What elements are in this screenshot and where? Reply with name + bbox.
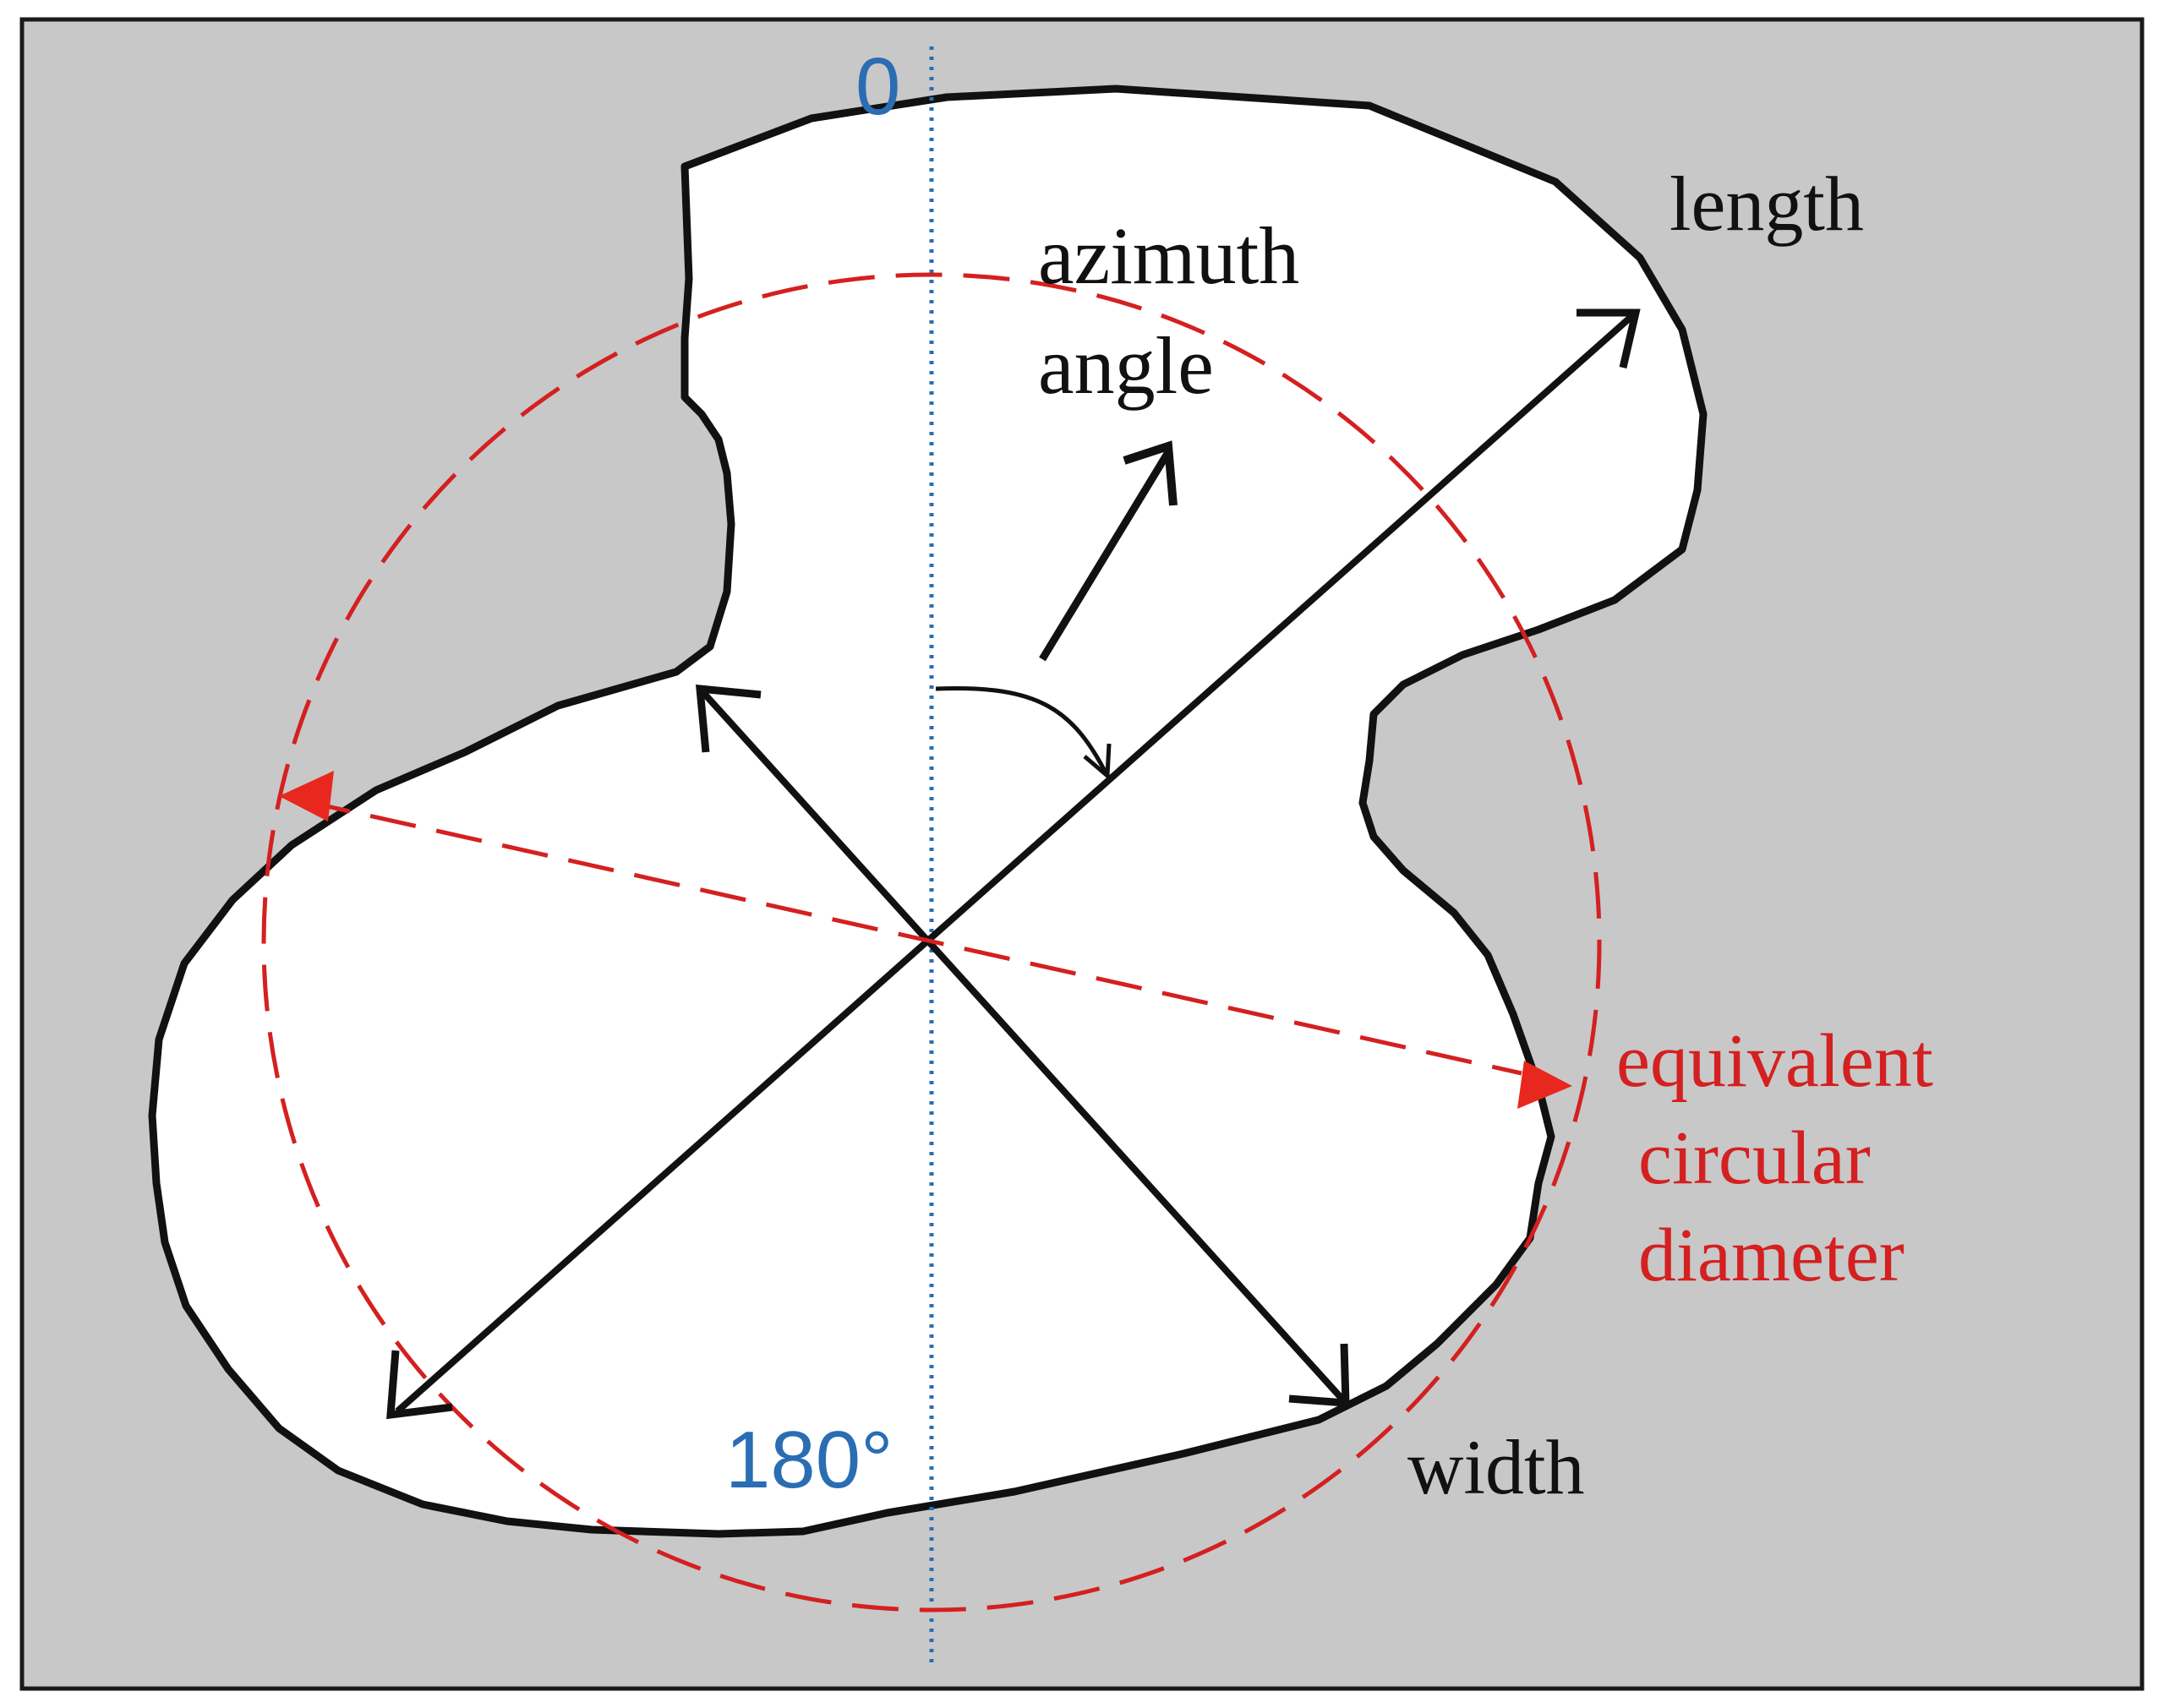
label-angle: angle xyxy=(1038,320,1214,411)
ecd-arrowhead-left xyxy=(279,771,334,821)
ecd-diameter-line xyxy=(303,799,1522,1076)
label-length: length xyxy=(1669,161,1864,247)
azimuth-pointer-arrowhead xyxy=(1123,440,1178,506)
particle-outline xyxy=(148,85,1708,1538)
label-180: 180° xyxy=(725,1415,893,1505)
label-azimuth: azimuth xyxy=(1038,210,1299,301)
width-arrow xyxy=(697,686,1348,1405)
ecd-arrowhead-right xyxy=(1517,1061,1572,1109)
azimuth-arc-arrowhead xyxy=(1083,743,1112,781)
label-ecd-line3: diameter xyxy=(1638,1214,1904,1297)
label-zero: 0 xyxy=(855,41,900,132)
length-arrow xyxy=(395,310,1638,1414)
length-arrowhead-top xyxy=(1577,308,1641,369)
azimuth-pointer-arrow xyxy=(1039,450,1172,662)
label-width: width xyxy=(1407,1424,1585,1510)
equivalent-circle xyxy=(261,272,1602,1613)
azimuth-angle-arc xyxy=(935,685,1110,778)
width-arrowhead-bottom xyxy=(1288,1343,1350,1407)
length-arrowhead-bottom xyxy=(386,1350,453,1420)
label-ecd-line2: circular xyxy=(1638,1116,1871,1200)
width-arrowhead-top xyxy=(696,684,762,753)
label-ecd-line1: equivalent xyxy=(1616,1019,1933,1103)
